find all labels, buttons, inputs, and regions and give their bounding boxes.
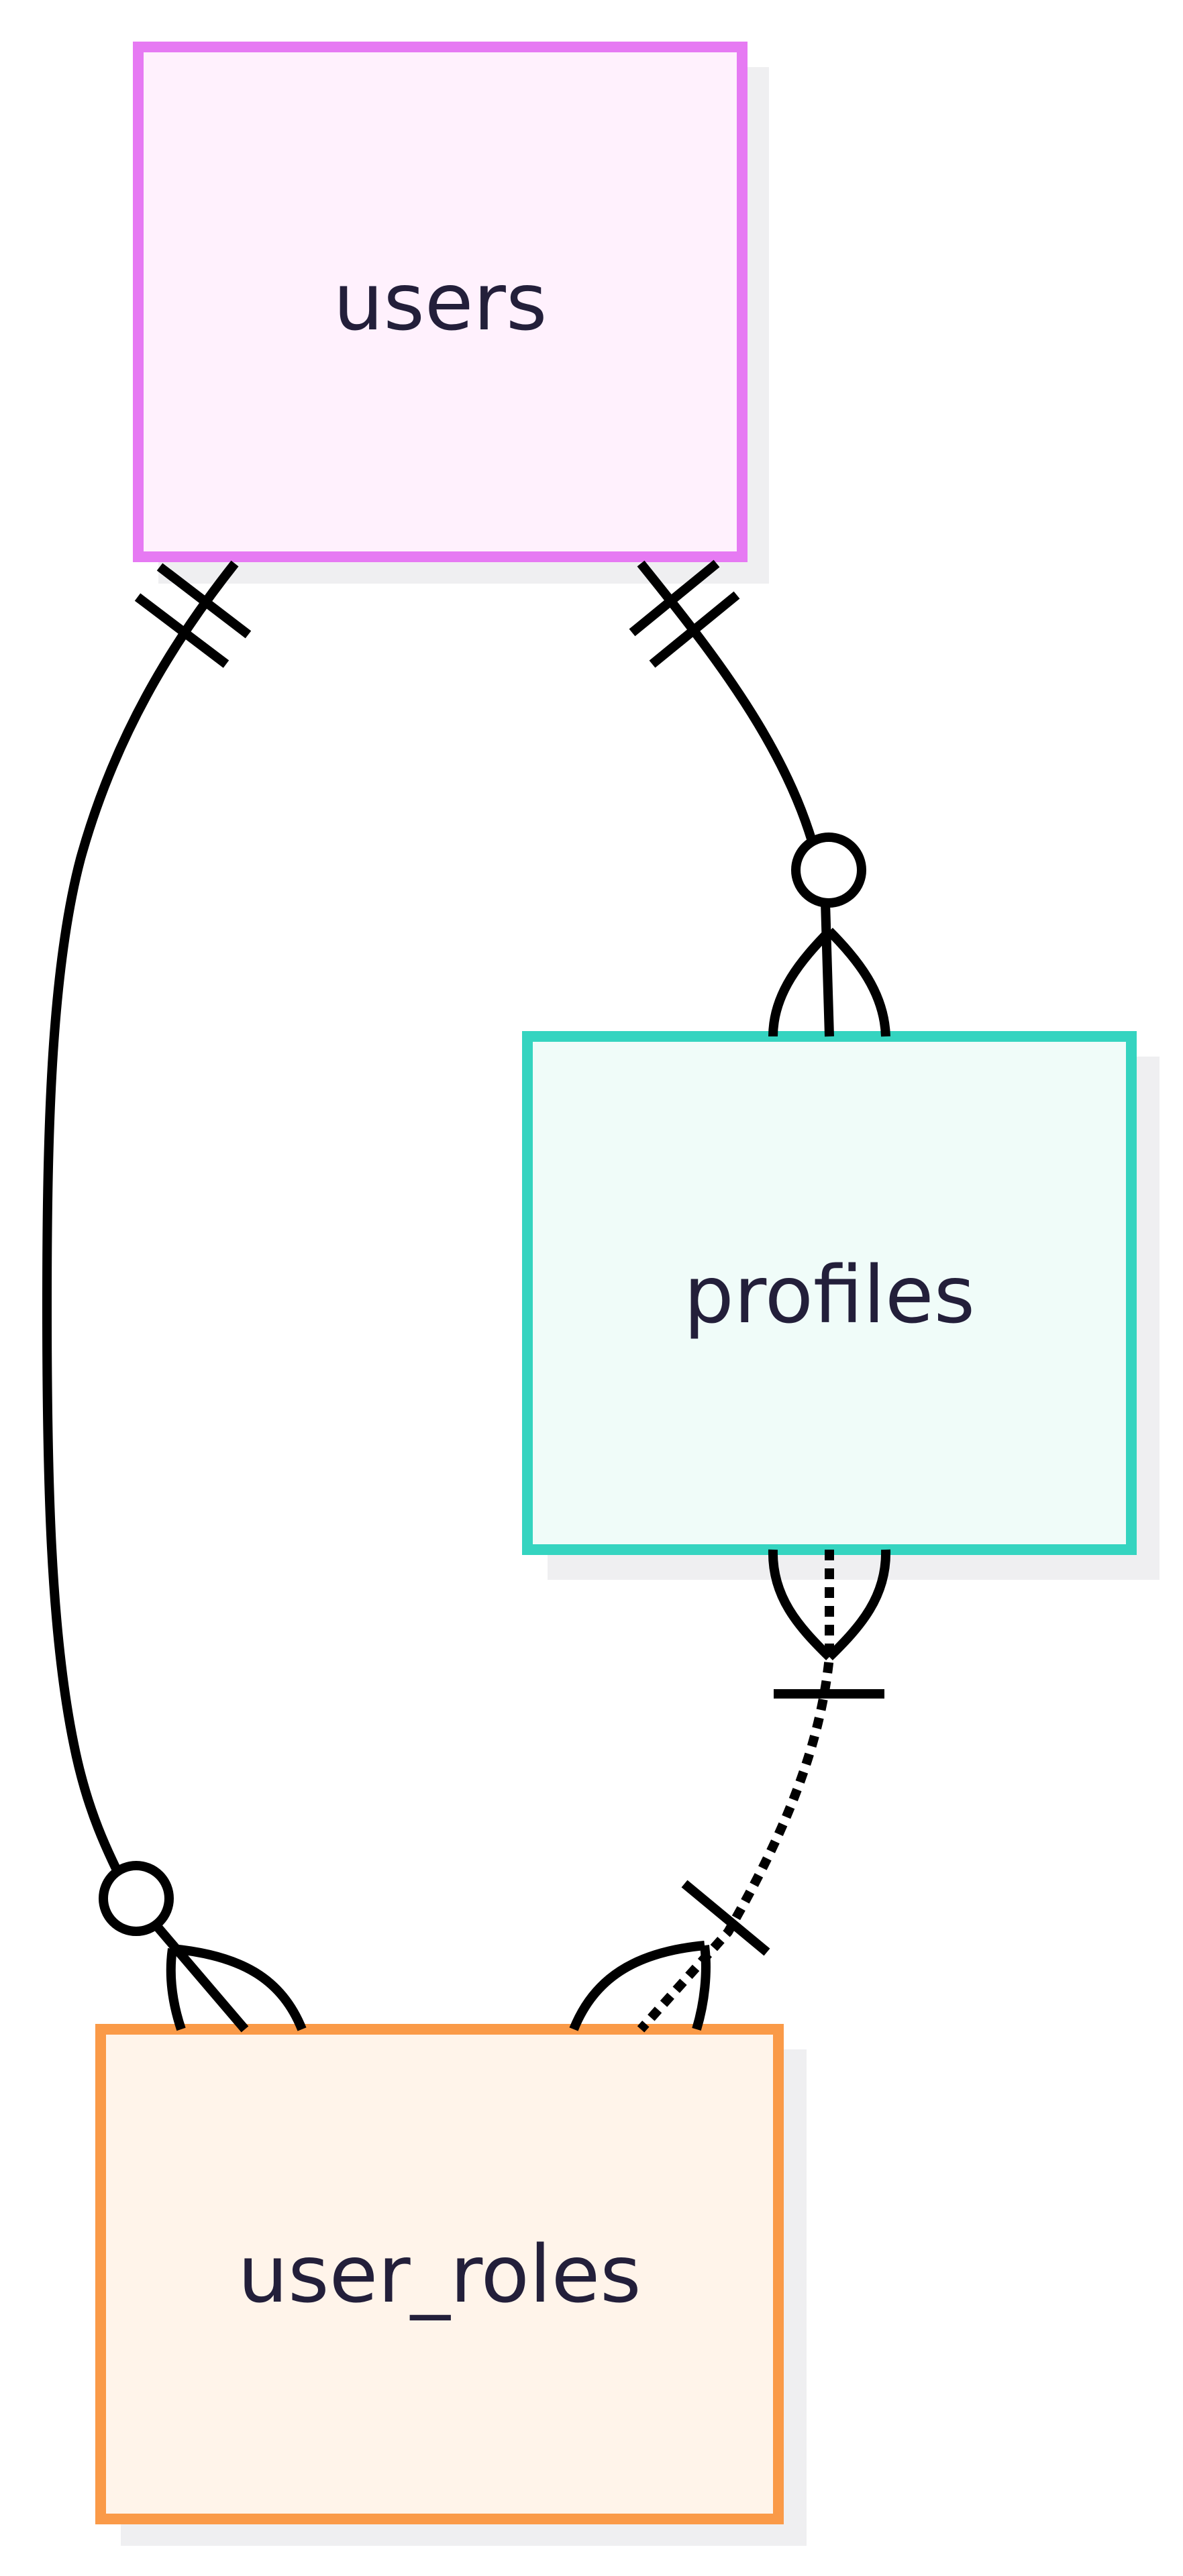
- entity-user-roles-box: [95, 2024, 784, 2524]
- exactly-one-mark-icon: [649, 591, 740, 668]
- entity-users[interactable]: users: [133, 42, 769, 584]
- entity-profiles-label: profiles: [684, 1248, 975, 1341]
- entity-profiles[interactable]: profiles: [522, 1031, 1160, 1580]
- entity-users-box: [133, 42, 748, 562]
- crowfoot-icon: [172, 1944, 307, 2031]
- crowfoot-icon: [768, 1549, 833, 1661]
- relationship-users-profiles[interactable]: [629, 559, 890, 1037]
- relationship-profiles-user-roles-line: [637, 1550, 834, 2033]
- exactly-one-mark-icon: [134, 593, 229, 668]
- one-mark-icon: [681, 1880, 770, 1956]
- crowfoot-icon: [826, 928, 890, 1037]
- crowfoot-icon: [768, 928, 833, 1037]
- relationship-users-user-roles[interactable]: [42, 560, 307, 2033]
- zero-marker-icon: [791, 833, 866, 908]
- crowfoot-icon: [692, 1945, 711, 2031]
- entity-user-roles[interactable]: user_roles: [95, 2024, 807, 2546]
- crowfoot-icon: [569, 1941, 705, 2031]
- exactly-one-mark-icon: [156, 563, 252, 639]
- relationship-users-user-roles-line: [42, 560, 249, 2033]
- exactly-one-mark-icon: [629, 559, 720, 637]
- entity-profiles-box: [522, 1031, 1137, 1555]
- entity-users-label: users: [333, 256, 548, 348]
- relationship-profiles-user-roles[interactable]: [569, 1549, 891, 2033]
- zero-marker-icon: [99, 1861, 174, 1936]
- crowfoot-icon: [166, 1948, 186, 2031]
- crowfoot-icon: [826, 1549, 891, 1661]
- entity-user-roles-label: user_roles: [238, 2228, 641, 2320]
